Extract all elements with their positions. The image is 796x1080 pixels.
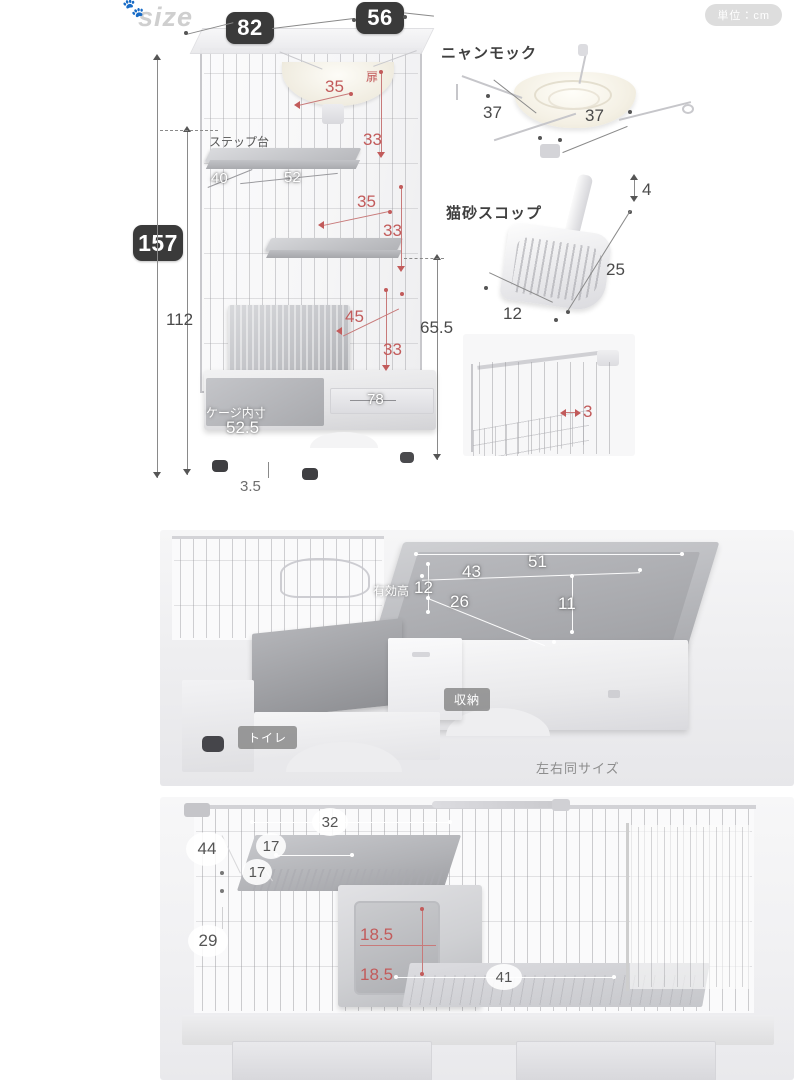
dim-43-tray-inner: 43: [462, 562, 481, 581]
step-platform-label: ステップ台: [209, 135, 270, 149]
caster-wheel: [302, 468, 318, 480]
cage-overview-diagram: 82 56 157 112 65.5 35 33: [0, 0, 470, 512]
dim-29-lower-height: 29: [188, 925, 228, 957]
dim-112: 112: [166, 310, 194, 329]
hammock-diagram: ニャンモック 37 37: [430, 32, 730, 162]
dim-chip-depth-56: 56: [356, 2, 404, 34]
paw-print-icon: 🐾: [122, 0, 145, 18]
same-size-note: 左右同サイズ: [536, 761, 620, 776]
dim-40-step-depth: 40: [211, 170, 228, 187]
dim-41-bottom-tray: 41: [486, 964, 522, 990]
toilet-drawer: [252, 618, 402, 720]
dim-chip-height-157: 157: [133, 225, 183, 261]
caster-wheel: [400, 452, 414, 463]
drawer-tray-panel: 51 43 有効高 12 26 11 トイレ 収納 左右同サイズ: [160, 530, 794, 786]
cage-inner-label: ケージ内寸: [206, 406, 266, 420]
dim-37-right: 37: [585, 106, 604, 125]
dim-51-tray-outer: 51: [528, 552, 547, 571]
bottom-drawer-right: [516, 1041, 716, 1080]
dim-33-upper: 33: [363, 130, 382, 149]
caster-wheel: [202, 736, 224, 752]
dim-25-length: 25: [606, 260, 625, 279]
dim-17-shelf-lower: 17: [242, 859, 272, 885]
dim-18-5-door-width: 18.5: [360, 965, 394, 984]
dim-4-thickness: 4: [642, 180, 652, 199]
dim-37-left: 37: [483, 103, 502, 122]
dim-26-tray-depth: 26: [450, 592, 469, 611]
dim-65-5: 65.5: [420, 318, 454, 337]
door-mark-label: 扉: [366, 70, 379, 84]
cage-door-panel: 32 44 17 17 29 18.5 18.5 41: [160, 797, 794, 1080]
dim-18-5-door-height: 18.5: [360, 925, 394, 944]
caster-wheel: [212, 460, 228, 472]
dim-17-shelf-top: 17: [256, 833, 286, 859]
effective-height-label: 有効高: [373, 584, 410, 598]
dim-12-width: 12: [503, 304, 522, 323]
unit-badge: 単位：cm: [705, 4, 782, 26]
hammock-title: ニャンモック: [441, 45, 538, 62]
toilet-tag: トイレ: [238, 726, 298, 749]
scoop-title: 猫砂スコップ: [446, 205, 543, 222]
dim-3-wire-gap: 3: [583, 402, 593, 421]
dim-35-hammock: 35: [325, 77, 344, 96]
dim-52-5-inner: 52.5: [226, 418, 260, 437]
scoop-diagram: 猫砂スコップ 4 25 12: [430, 170, 730, 330]
storage-tag: 収納: [444, 688, 491, 711]
bottom-drawer-left: [232, 1041, 432, 1080]
dim-chip-width-82: 82: [226, 12, 274, 44]
dim-11-tray-side: 11: [558, 594, 576, 613]
dim-12-effective-height: 12: [414, 578, 433, 597]
dim-32-door-width: 32: [312, 808, 348, 836]
wire-spacing-panel: 3: [463, 334, 635, 456]
dim-52-step-width: 52: [284, 169, 301, 186]
dim-35-middle: 35: [357, 192, 376, 211]
dim-33-middle: 33: [383, 221, 402, 240]
dim-3-5-caster: 3.5: [240, 478, 261, 495]
dim-44-side-height: 44: [186, 832, 228, 866]
size-heading: size: [138, 2, 194, 32]
dim-33-lower: 33: [383, 340, 402, 359]
dim-45: 45: [345, 307, 364, 326]
dim-78-base-width: 78: [367, 391, 384, 408]
